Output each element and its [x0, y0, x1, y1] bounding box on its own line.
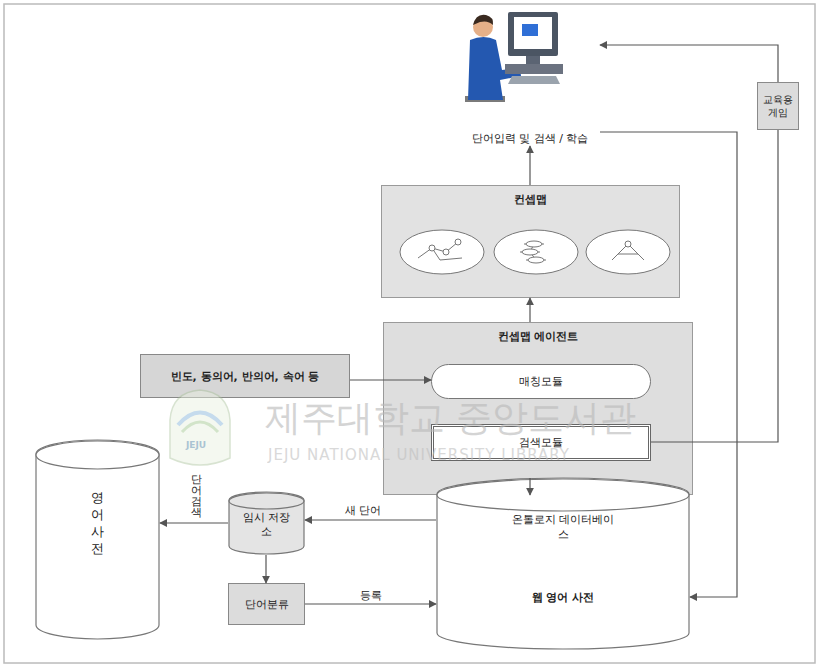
logo-arc: [178, 413, 222, 426]
logo-shield: [170, 390, 230, 465]
monitor: [508, 12, 558, 56]
keyboard: [508, 76, 560, 84]
outer-frame: [4, 4, 815, 663]
connector: [600, 132, 737, 597]
monitor-stand: [526, 56, 540, 64]
dictionary-cylinder: 영어사전: [35, 440, 160, 640]
connector: [305, 603, 436, 604]
panel-title: 컨셉맵 에이전트: [384, 329, 692, 344]
user-label: 단어입력 및 검색 / 학습: [440, 132, 620, 146]
edge-label: 새 단어: [345, 503, 382, 518]
box-label: 빈도, 동의어, 반의어, 속어 등: [171, 369, 320, 384]
screen-image: [522, 24, 538, 36]
person-head: [473, 17, 493, 37]
map-dot: [625, 241, 631, 247]
connector: [305, 519, 436, 520]
module-label: 검색모듈: [519, 435, 563, 450]
cylinder-top: [229, 493, 304, 509]
computer-base: [505, 64, 563, 74]
connector: [350, 379, 431, 380]
map-graph: [520, 244, 546, 260]
box-label: 단어분류: [245, 597, 289, 612]
user-illustration: [465, 12, 563, 102]
edge-label: 단어검색: [188, 466, 203, 510]
map-dot: [522, 249, 538, 255]
cylinder-label: 임시 저장소: [240, 511, 293, 539]
map-dot: [429, 245, 435, 251]
connector: [265, 555, 266, 583]
connector: [160, 522, 228, 523]
temp-store-cylinder: 임시 저장소: [228, 492, 305, 555]
cylinder-top: [36, 441, 159, 469]
connector: [529, 146, 530, 185]
cylinder-label: 웹 영어 사전: [456, 590, 670, 605]
module-box: 검색모듈: [431, 424, 651, 461]
panel-title: 컨셉맵: [382, 192, 679, 207]
map-ellipse: [400, 230, 484, 274]
map-dot: [526, 241, 542, 247]
concept-map-panel: 컨셉맵: [381, 185, 680, 298]
cylinder-label: 영어사전: [89, 482, 107, 550]
map-dot: [528, 257, 544, 263]
watermark-text: 제주대학교 중앙도서관: [265, 394, 636, 443]
cylinder-body: [437, 478, 689, 649]
map-dot: [455, 239, 461, 245]
connector: [600, 45, 778, 82]
connector: [529, 478, 530, 495]
module-box: 매칭모듈: [431, 364, 651, 399]
cylinder-top: [437, 479, 689, 511]
map-ellipse: [494, 230, 578, 274]
user-station: 단어입력 및 검색 / 학습: [460, 8, 600, 146]
chair-seat: [465, 96, 505, 102]
person-hair: [473, 15, 493, 25]
map-ellipse: [586, 230, 670, 274]
monitor-screen: [514, 17, 552, 49]
module-label: 매칭모듈: [519, 374, 563, 389]
connector: [529, 298, 530, 322]
game-box: 교육용 게임: [757, 82, 799, 130]
agent-panel: 컨셉맵 에이전트매칭모듈검색모듈: [383, 322, 693, 495]
map-graph: [612, 244, 644, 260]
cylinder-label: 온톨로지 데이터베이스: [511, 512, 615, 542]
cylinder-outline: [436, 478, 690, 650]
ontology-cylinder: 온톨로지 데이터베이스웹 영어 사전: [436, 478, 690, 650]
watermark-logo: [170, 390, 230, 465]
input-box: 빈도, 동의어, 반의어, 속어 등: [140, 354, 350, 398]
map-graph: [418, 242, 462, 260]
concept-map-icons: [400, 230, 670, 274]
classify-box: 단어분류: [228, 583, 305, 625]
box-label: 교육용 게임: [758, 93, 798, 119]
cylinder-body: [36, 440, 159, 639]
logo-arc: [182, 422, 218, 432]
person-body: [468, 37, 521, 100]
map-dot: [443, 249, 449, 255]
edge-label: 등록: [360, 588, 382, 603]
cylinder-body: [229, 492, 304, 554]
connector: [651, 130, 778, 442]
logo-text: JEJU: [186, 440, 206, 450]
